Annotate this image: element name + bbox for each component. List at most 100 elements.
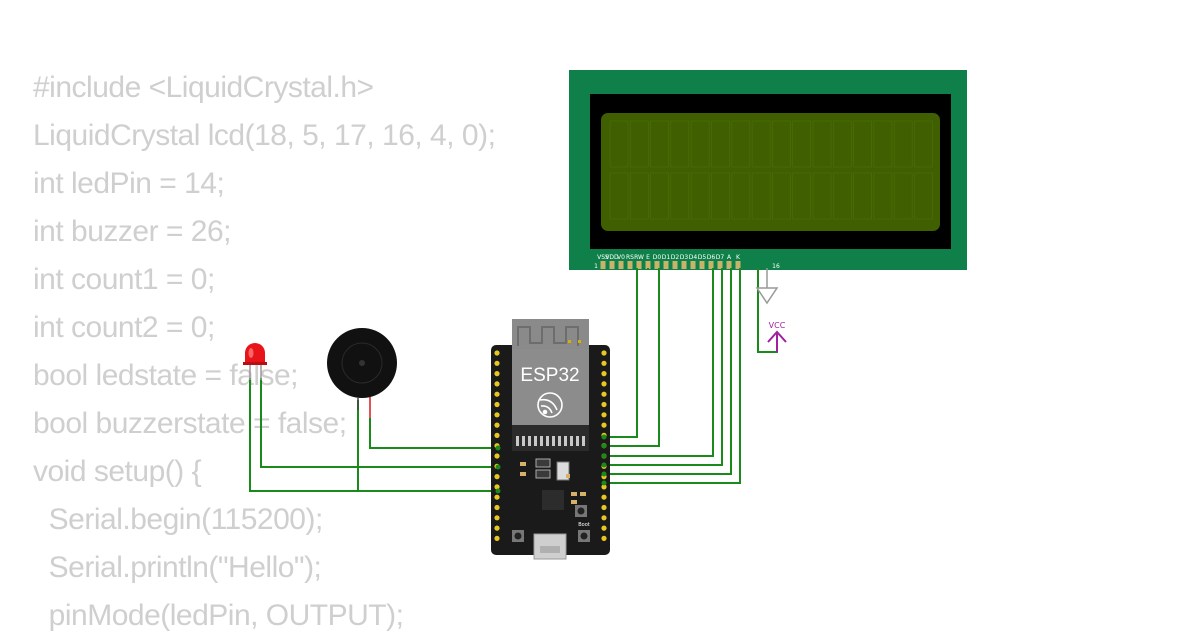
lcd-char-cell xyxy=(751,120,771,168)
esp32-devkit[interactable]: ESP32 xyxy=(491,319,610,560)
lcd-pin xyxy=(654,261,660,269)
lcd-pin-label: D4 xyxy=(689,254,698,261)
lcd-char-cell xyxy=(914,172,933,220)
lcd-char-cell xyxy=(832,120,852,168)
lcd-pin xyxy=(699,261,705,269)
wire-e xyxy=(608,268,660,447)
lcd-char-cell xyxy=(629,172,649,220)
wire-d6 xyxy=(608,268,732,475)
buzzer-hole xyxy=(359,360,365,366)
code-line: int buzzer = 26; xyxy=(33,215,231,248)
wire-junctions xyxy=(495,434,607,494)
ground-symbol xyxy=(755,268,779,305)
lcd-pin-label: V0 xyxy=(617,254,625,261)
lcd-pin-label: RS xyxy=(626,254,634,261)
lcd-char-cell xyxy=(893,172,913,220)
lcd-pin-16-number: 16 xyxy=(772,263,780,270)
lcd-char-cell xyxy=(751,172,771,220)
lcd-char-cell xyxy=(670,120,690,168)
lcd-char-cell xyxy=(893,120,913,168)
esp32-header-pin xyxy=(494,381,500,387)
esp32-header-pin xyxy=(601,391,607,397)
lcd-pin xyxy=(735,261,741,269)
lcd-char-cell xyxy=(853,172,872,220)
esp32-header-pin xyxy=(494,360,500,366)
lcd-pin xyxy=(708,261,714,269)
wires xyxy=(249,268,778,492)
lcd-char-cell xyxy=(772,172,791,220)
code-line: bool ledstate = false; xyxy=(33,359,299,392)
lcd-char-cell xyxy=(873,172,893,220)
code-line: LiquidCrystal lcd(18, 5, 17, 16, 4, 0); xyxy=(33,119,496,152)
wire-buzzer-gnd xyxy=(357,400,498,492)
esp32-header-pin xyxy=(601,371,607,377)
esp32-module xyxy=(512,349,589,425)
lcd-char-cell xyxy=(609,120,629,168)
lcd-char-cell xyxy=(792,172,812,220)
esp32-header-pin xyxy=(494,525,500,531)
esp32-left-header xyxy=(494,350,500,542)
esp32-header-pin xyxy=(494,453,500,459)
lcd-char-cell xyxy=(650,172,669,220)
lcd-char-cell xyxy=(792,120,812,168)
lcd-pin-label: D1 xyxy=(662,254,671,261)
esp32-header-pin xyxy=(601,494,607,500)
lcd-pin-1-number: 1 xyxy=(594,263,598,270)
lcd-char-cell xyxy=(812,172,832,220)
lcd-pin xyxy=(690,261,696,269)
wire-d7 xyxy=(608,268,741,484)
esp32-header-pin xyxy=(601,515,607,521)
lcd-pin-label: A xyxy=(727,254,732,261)
esp32-header-pin xyxy=(494,504,500,511)
esp32-label: ESP32 xyxy=(520,365,579,386)
antenna-leds xyxy=(568,340,581,343)
lcd-char-cell xyxy=(670,172,690,220)
lcd-pin xyxy=(672,261,678,269)
wire-d5 xyxy=(608,268,723,466)
boot-button[interactable]: Boot xyxy=(575,505,590,528)
lcd-pin-label: D7 xyxy=(716,254,725,261)
lcd-pin-label: D5 xyxy=(698,254,707,261)
code-line: pinMode(ledPin, OUTPUT); xyxy=(33,599,404,632)
lcd-char-cell xyxy=(873,120,893,168)
lcd-char-cell xyxy=(914,120,933,168)
lcd-pin-label: D3 xyxy=(680,254,689,261)
vcc-symbol: VCC xyxy=(767,321,787,352)
esp32-header-pin xyxy=(494,391,500,397)
lcd-char-cell xyxy=(690,172,710,220)
esp32-header-pin xyxy=(601,422,607,428)
lcd-char-cell xyxy=(772,120,791,168)
en-button[interactable] xyxy=(512,530,524,542)
esp32-header-pin xyxy=(494,484,500,490)
led-body xyxy=(245,343,265,364)
red-led[interactable] xyxy=(243,343,267,380)
usb-port xyxy=(533,533,567,560)
lcd-screen xyxy=(601,113,940,231)
code-listing: #include <LiquidCrystal.h>LiquidCrystal … xyxy=(33,64,496,640)
code-line: bool buzzerstate = false; xyxy=(33,407,347,440)
lcd-pin-label: RW xyxy=(634,254,644,261)
lcd-char-cell xyxy=(690,120,710,168)
smd-components xyxy=(520,458,586,510)
reset-button-right[interactable] xyxy=(578,530,590,542)
lcd-pin-label: VSS xyxy=(597,254,609,261)
esp32-header-pin xyxy=(494,432,500,438)
esp32-header-pin xyxy=(601,412,607,418)
lcd-pin xyxy=(609,261,615,269)
esp32-header-pin xyxy=(494,474,500,480)
esp32-header-pin xyxy=(601,381,607,387)
vcc-label: VCC xyxy=(769,321,786,330)
code-line: Serial.begin(115200); xyxy=(33,503,324,536)
module-castellations xyxy=(516,436,585,446)
lcd-pin xyxy=(726,261,732,269)
esp32-header-pin xyxy=(601,525,607,531)
lcd-char-cell xyxy=(832,172,852,220)
lcd-pin xyxy=(600,261,606,269)
piezo-buzzer[interactable] xyxy=(327,328,397,418)
lcd-char-cell xyxy=(629,120,649,168)
wire-buzzer-signal xyxy=(369,418,498,449)
lcd-pin xyxy=(663,261,669,269)
